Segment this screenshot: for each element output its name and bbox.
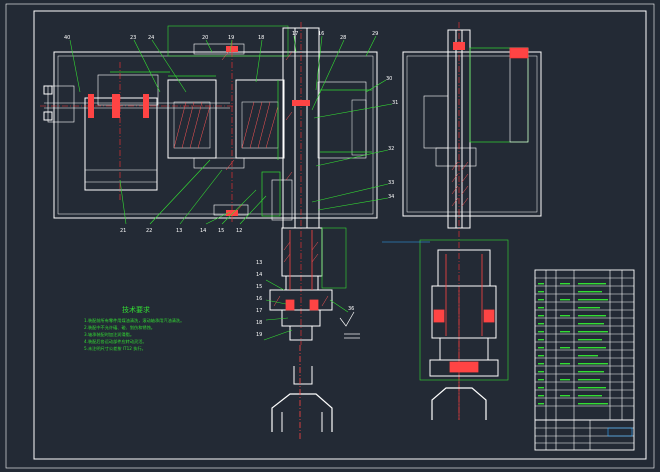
- tech-req-item: 5.未注明尺寸公差按 IT12 执行。: [84, 345, 146, 352]
- balloon-label: 13: [176, 228, 182, 234]
- balloon-label: 32: [388, 146, 394, 152]
- surface-finish-symbol: [339, 311, 360, 339]
- tech-req-title: 技术要求: [122, 305, 150, 314]
- balloon-label: 16: [318, 31, 324, 37]
- technical-requirements: 技术要求 1.装配前所有零件用煤油清洗，滚动轴承用汽油清洗。 2.装配中不允许磕…: [84, 305, 184, 352]
- balloon-label: 15: [256, 284, 262, 290]
- balloon-label: 22: [146, 228, 152, 234]
- balloon-label: 40: [64, 35, 70, 41]
- side-gripper-view: [382, 239, 509, 420]
- balloon-label: 29: [372, 31, 378, 37]
- tech-req-item: 2.装配中不允许磕、碰、划伤和锈蚀。: [84, 324, 155, 331]
- balloon-label: 12: [236, 228, 242, 234]
- main-view-hatching: [173, 49, 293, 215]
- balloon-label: 34: [388, 194, 394, 200]
- balloon-label: 17: [256, 308, 262, 314]
- main-view-lower-hatch: [273, 241, 329, 307]
- balloon-label: 18: [258, 35, 264, 41]
- balloon-labels-right: 28 29 30 31 32 33 34: [340, 31, 398, 200]
- sheet-outer-frame: [5, 3, 655, 469]
- main-view-lower-gripper: [269, 227, 347, 432]
- tech-req-item: 3.轴承装配时加注润滑脂。: [84, 331, 134, 338]
- balloon-label: 21: [120, 228, 126, 234]
- side-gripper-red: [433, 254, 495, 373]
- balloon-label: 19: [228, 35, 234, 41]
- tech-req-item: 1.装配前所有零件用煤油清洗，滚动轴承用汽油清洗。: [84, 317, 184, 324]
- title-block: [534, 269, 635, 451]
- balloon-label: 36: [348, 306, 354, 312]
- balloon-label: 30: [386, 76, 392, 82]
- balloon-label: 20: [202, 35, 208, 41]
- balloon-label: 31: [392, 100, 398, 106]
- balloon-label: 28: [340, 35, 346, 41]
- parts-list-text: [538, 283, 608, 405]
- balloon-labels-top: 40 23 24 20 19 18 17 16: [64, 31, 324, 41]
- balloon-label: 15: [218, 228, 224, 234]
- sheet-inner-frame: [33, 10, 647, 460]
- side-view: [402, 29, 542, 229]
- side-view-red: [453, 22, 529, 420]
- main-view-fasteners: [88, 46, 310, 216]
- side-view-hatch: [451, 161, 469, 207]
- main-section-view: [43, 25, 378, 229]
- balloon-label: 24: [148, 35, 154, 41]
- balloon-labels-lower: 13 14 15 16 17 18 19 36: [256, 260, 354, 338]
- balloon-label: 13: [256, 260, 262, 266]
- balloon-labels-bottom: 21 22 13 14 15 12: [120, 228, 242, 234]
- main-view-centerlines: [40, 22, 302, 345]
- leader-lines: [69, 35, 393, 341]
- balloon-label: 14: [256, 272, 262, 278]
- balloon-label: 16: [256, 296, 262, 302]
- main-view-lower-red: [285, 230, 319, 440]
- balloon-label: 14: [200, 228, 206, 234]
- main-view-green-lines: [110, 71, 372, 217]
- balloon-label: 33: [388, 180, 394, 186]
- balloon-label: 23: [130, 35, 136, 41]
- balloon-label: 19: [256, 332, 262, 338]
- tech-req-item: 4.装配后各运动部件应转动灵活。: [84, 338, 147, 345]
- balloon-label: 18: [256, 320, 262, 326]
- balloon-label: 17: [292, 31, 298, 37]
